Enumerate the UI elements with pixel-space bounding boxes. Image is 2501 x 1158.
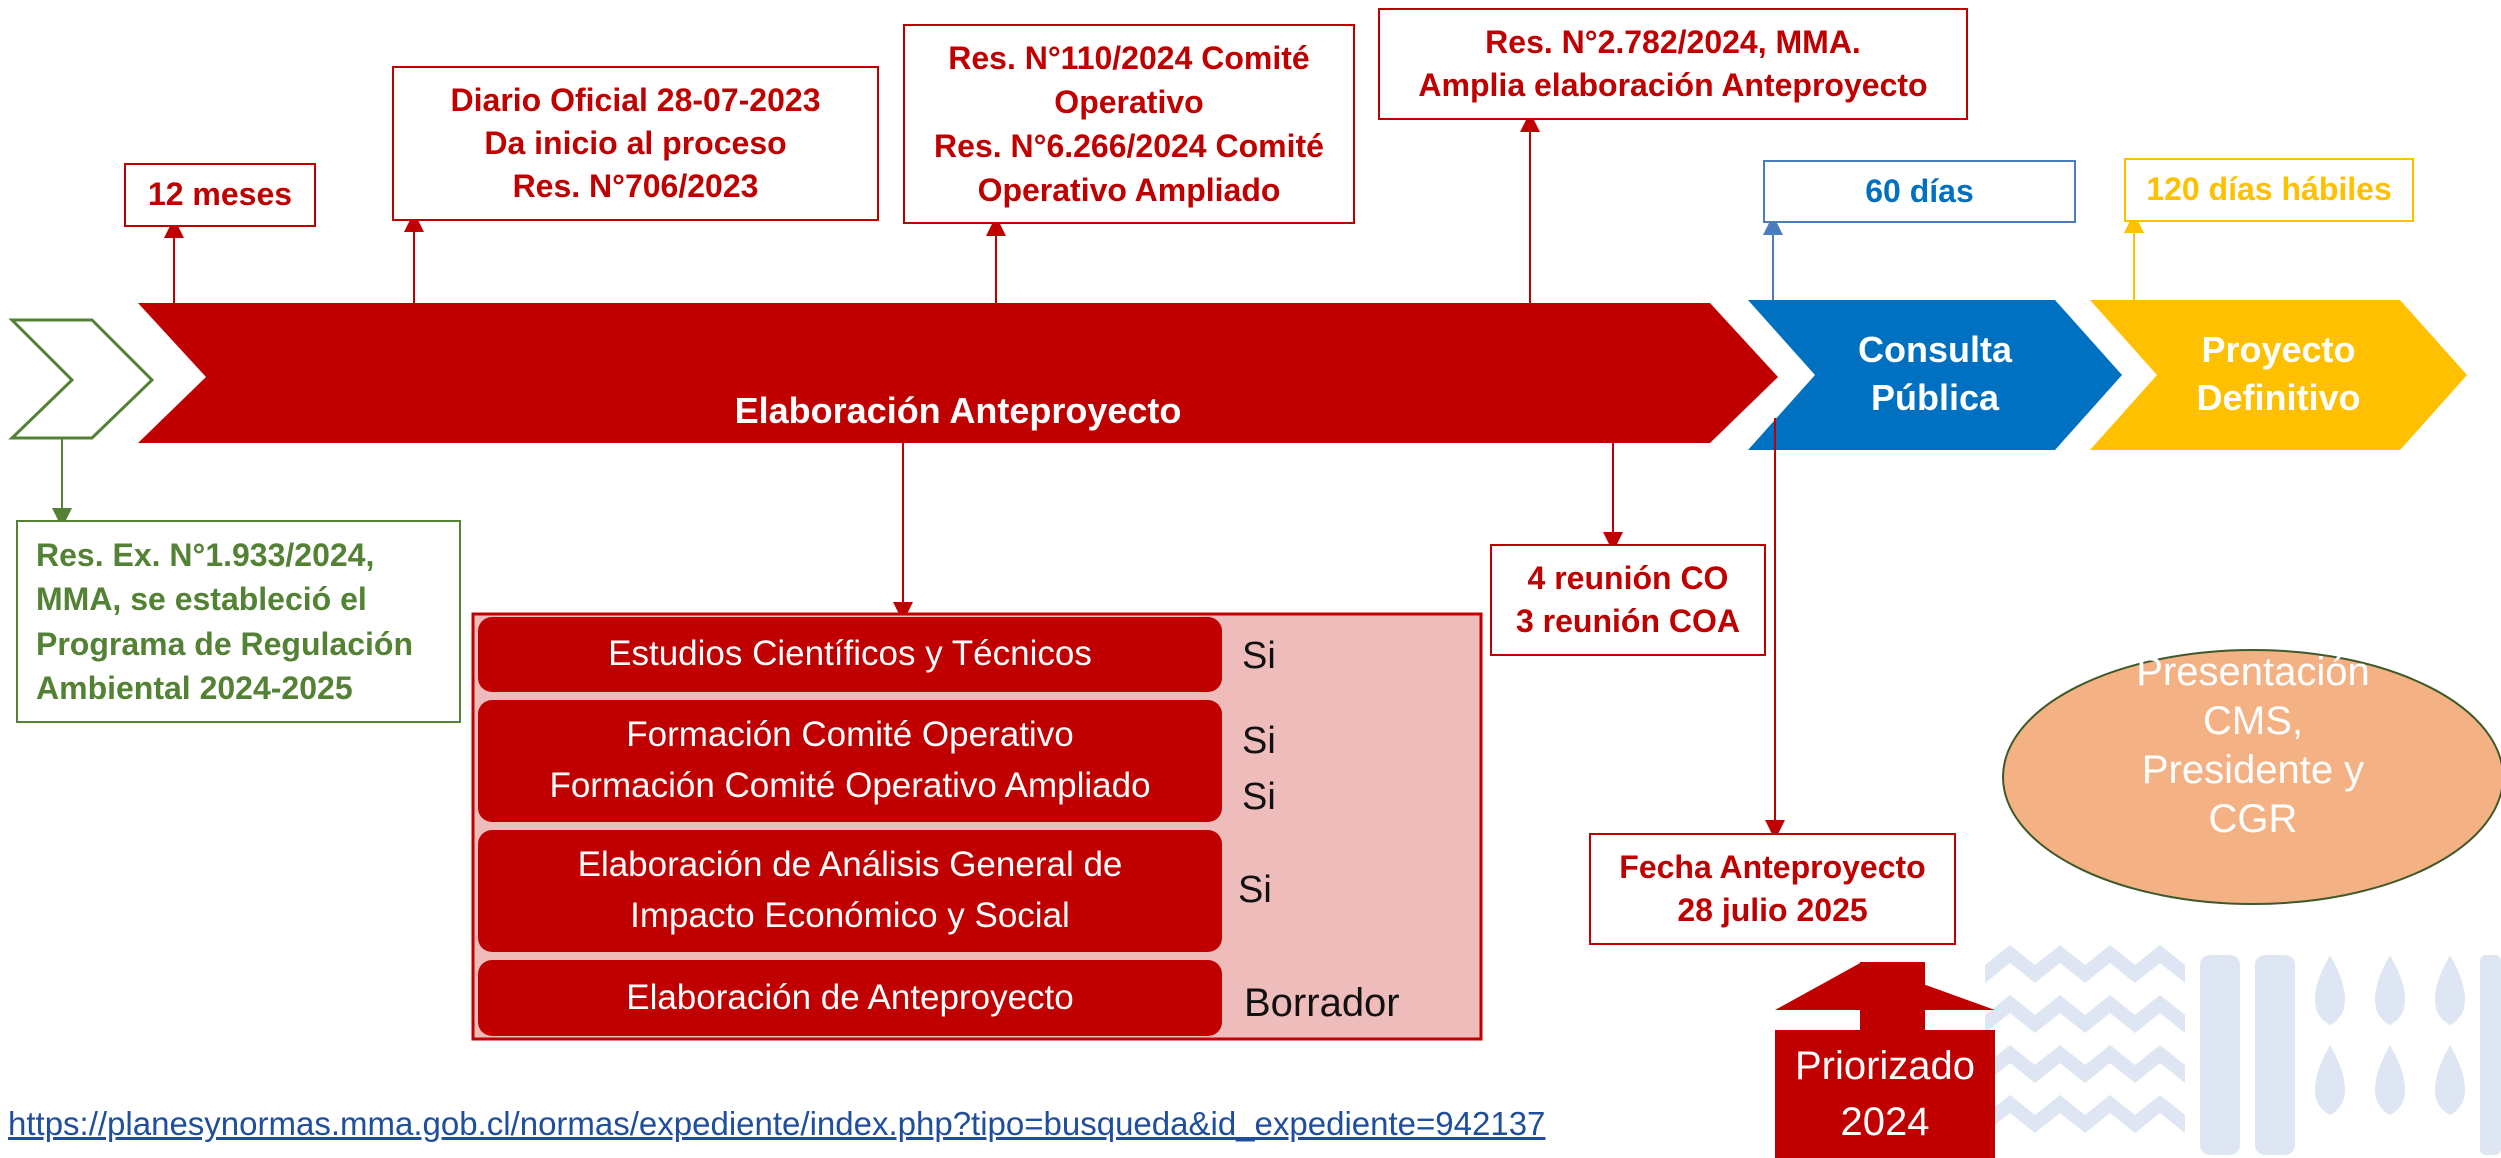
task-impact-analysis: Elaboración de Análisis General de Impac…: [478, 830, 1222, 952]
sixty-days-box: 60 días: [1763, 160, 2076, 223]
task-studies-status: Si: [1242, 635, 1276, 677]
watermark-pattern: [1985, 945, 2501, 1155]
diario-oficial-box: Diario Oficial 28-07-2023 Da inicio al p…: [392, 66, 879, 221]
task-studies: Estudios Científicos y Técnicos: [478, 617, 1222, 692]
draft-date-box: Fecha Anteproyecto 28 julio 2025: [1589, 833, 1956, 945]
resolution-2782-box: Res. N°2.782/2024, MMA. Amplia elaboraci…: [1378, 8, 1968, 120]
presentation-ellipse: [2002, 649, 2501, 905]
presentation-label: Presentación CMS, Presidente y CGR: [2136, 650, 2370, 841]
proyecto-label: Proyecto Definitivo: [2196, 329, 2361, 418]
consulta-label: Consulta Pública: [1857, 329, 2012, 418]
main-title-line1: Elaboración Anteproyecto: [734, 390, 1182, 431]
expediente-link[interactable]: https://planesynormas.mma.gob.cl/normas/…: [8, 1105, 1546, 1142]
program-resolution-box: Res. Ex. N°1.933/2024, MMA, se estableci…: [16, 520, 461, 723]
task-draft: Elaboración de Anteproyecto: [478, 960, 1222, 1036]
main-process-title: Elaboración Anteproyecto Norma de Calida…: [206, 315, 1710, 635]
task-committee: Formación Comité Operativo Formación Com…: [478, 700, 1222, 822]
consulta-chevron: [1748, 300, 2122, 450]
months-box: 12 meses: [124, 163, 316, 227]
priority-arrow: [1775, 962, 1995, 1158]
task-impact-status: Si: [1238, 869, 1272, 911]
task-draft-status: Borrador: [1244, 981, 1400, 1025]
meetings-box: 4 reunión CO 3 reunión COA: [1490, 544, 1766, 656]
priority-label: Priorizado 2024: [1794, 1044, 1976, 1144]
main-process-arrow: [138, 303, 1778, 443]
task-committee-status: Si Si: [1242, 720, 1276, 818]
resolution-110-box: Res. N°110/2024 Comité Operativo Res. N°…: [903, 24, 1355, 224]
start-chevron: [8, 318, 155, 440]
business-days-box: 120 días hábiles: [2124, 158, 2414, 222]
main-title-line2: Norma de Calidad Primaria para Plomo en …: [539, 518, 1377, 559]
proyecto-chevron: [2090, 300, 2467, 450]
